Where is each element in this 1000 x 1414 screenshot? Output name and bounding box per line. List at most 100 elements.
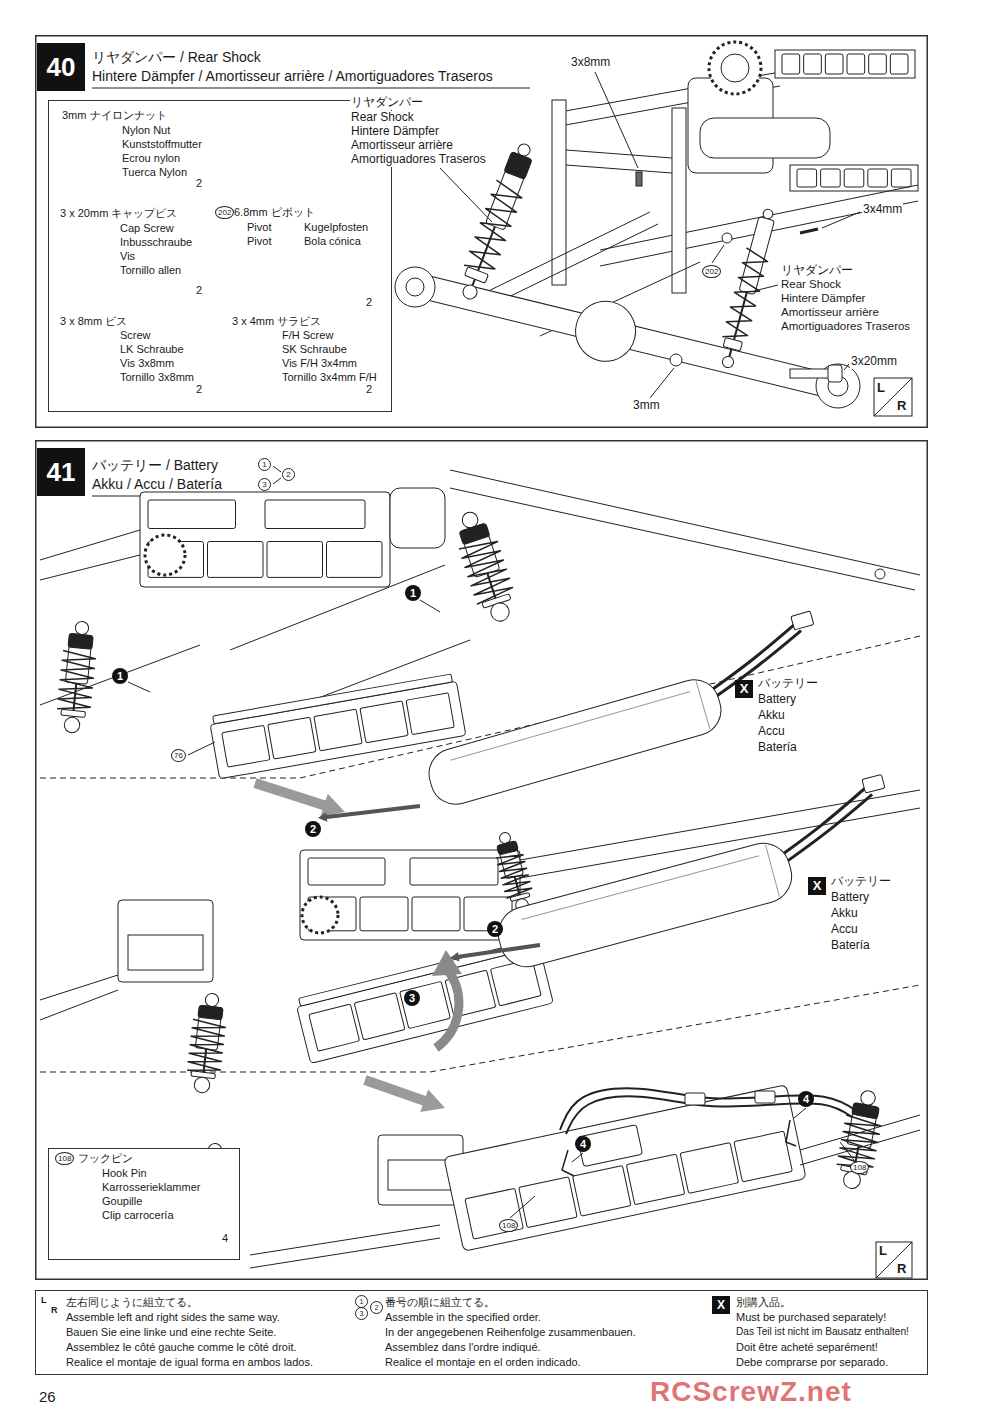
step-number-box: 40 (37, 43, 85, 91)
line-art (444, 1085, 806, 1252)
line-art (410, 858, 498, 885)
line-art (222, 725, 270, 767)
battery-tray (209, 673, 466, 778)
line-art (420, 600, 440, 612)
part-label: Batería (757, 741, 798, 755)
line-art (314, 709, 362, 751)
parts-box: 3mm ナイロンナットNylon NutKunststoffmutterEcro… (48, 100, 392, 412)
step-number: 41 (47, 459, 76, 485)
part-label: Amortisseur arrière (780, 306, 880, 319)
part-item: Bola cónica (304, 235, 361, 248)
part-label: Amortisseur arrière (350, 139, 454, 153)
line-art (450, 470, 920, 575)
line-art (309, 1004, 360, 1051)
line-art (449, 940, 540, 963)
line-art (696, 681, 710, 729)
motor (390, 488, 445, 548)
part-label: バッテリー (830, 875, 892, 889)
parts-box: 108フックピンHook PinKarrosserieklammerGoupil… (48, 1148, 240, 1260)
note-text: Assemblez le côté gauche comme le côté d… (66, 1341, 297, 1354)
part-label: Batería (830, 939, 871, 953)
note-text: Debe comprarse por separado. (736, 1356, 888, 1369)
note-text: Realice el montaje en el orden indicado. (385, 1356, 581, 1369)
note-text: Assemble left and right sides the same w… (66, 1311, 280, 1324)
part-item: Hook Pin (102, 1167, 147, 1180)
part-item: 3 x 8mm ビス (60, 315, 127, 328)
part-item: Kunststoffmutter (122, 138, 202, 151)
line-art (822, 212, 860, 228)
order-icon-number: 1 (258, 458, 271, 471)
order-icon-number: 2 (370, 1301, 383, 1314)
line-art (40, 975, 118, 1000)
line-art (552, 100, 566, 285)
line-art (852, 1103, 880, 1119)
icon-letter: R (897, 399, 906, 412)
line-art (395, 267, 435, 307)
line-art (388, 1160, 453, 1190)
part-item: Cap Screw (120, 222, 174, 235)
part-item: 2 (196, 383, 202, 396)
line-art (148, 500, 236, 529)
line-art (890, 54, 908, 74)
line-art (406, 693, 454, 735)
line-art (267, 542, 323, 578)
battery-pack (483, 774, 906, 972)
line-art (486, 152, 532, 230)
callout-number: 2 (305, 821, 321, 837)
part-label: リヤダンパー (350, 96, 424, 110)
line-art (327, 542, 383, 578)
line-art (317, 801, 420, 823)
battery-cover (444, 1085, 806, 1252)
rotation-arrow (436, 968, 459, 1048)
order-icon-number: 3 (258, 478, 271, 491)
note-box: 左右同じように組立てる。Assemble left and right side… (35, 1290, 928, 1375)
part-number: 108 (55, 1152, 74, 1165)
part-label: Battery (757, 693, 797, 707)
line-art (465, 267, 489, 283)
line-art (423, 674, 727, 811)
shock-absorber (715, 206, 781, 370)
part-item: Vis (120, 250, 135, 263)
part-label: Rear Shock (350, 111, 415, 125)
icon-letter: L (877, 381, 885, 394)
line-art (522, 856, 760, 920)
part-label: Accu (757, 725, 786, 739)
line-art (361, 1069, 449, 1120)
line-art (459, 523, 490, 545)
part-item: Tornillo 3x4mm F/H (282, 371, 377, 384)
direction-arrow (449, 940, 540, 963)
purchase-icon: X (808, 877, 826, 895)
part-number: 76 (171, 749, 186, 762)
line-art (300, 850, 520, 940)
line-art (268, 717, 316, 759)
line-art (440, 168, 492, 222)
line-art (767, 787, 878, 857)
part-label: Akku (757, 709, 786, 723)
line-art (680, 1143, 738, 1194)
direction-arrow (361, 1069, 449, 1120)
nut (670, 354, 682, 366)
note-text: Das Teil ist nicht im Bausatz enthalten! (736, 1326, 909, 1338)
line-art (595, 72, 638, 168)
note-text: Must be purchased separately! (736, 1311, 886, 1324)
title-underline (92, 87, 530, 88)
part-label: Accu (830, 923, 859, 937)
step-number-box: 41 (37, 448, 85, 496)
line-art (868, 169, 888, 187)
icon-letter: L (879, 1244, 887, 1257)
part-number: 108 (850, 1161, 869, 1174)
part-item: Tornillo 3x8mm (120, 371, 194, 384)
part-label: バッテリー (757, 677, 819, 691)
part-item: Ecrou nylon (122, 152, 180, 165)
order-icon-number: 3 (355, 1307, 368, 1320)
line-art (876, 1242, 912, 1278)
line-art (489, 601, 512, 624)
line-art (721, 355, 735, 369)
step-panel: リヤダンパー / Rear ShockHintere Dämpfer / Amo… (35, 35, 928, 428)
line-art (844, 169, 864, 187)
part-number: 202 (702, 265, 721, 278)
part-item: Goupille (102, 1195, 142, 1208)
line-art (61, 709, 86, 717)
shock-absorber (185, 992, 229, 1095)
line-art (650, 368, 674, 398)
